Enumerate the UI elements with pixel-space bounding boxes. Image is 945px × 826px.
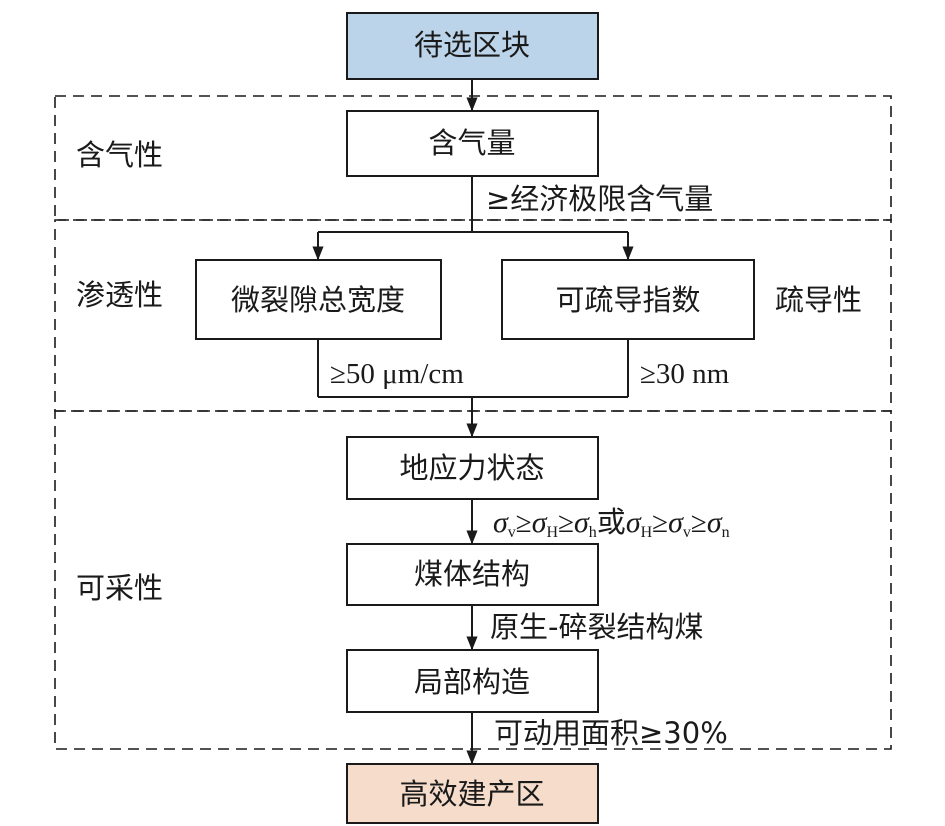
stress-sub-5: v (683, 524, 691, 541)
stress-sigma-5: σ (668, 506, 684, 539)
drainability-box (501, 259, 755, 340)
stress-sigma-6: σ (707, 506, 723, 539)
stress-sub-4: H (641, 524, 653, 541)
section-recoverability-label: 可采性 (76, 571, 163, 605)
local-structure-box (346, 649, 599, 713)
drainability-label: 可疏导指数 (555, 283, 700, 317)
permeability-section-frame (54, 219, 892, 412)
local-structure-label: 局部构造 (414, 665, 530, 699)
coal-structure-box (346, 543, 599, 606)
stress-ge-4: ≥ (691, 507, 707, 539)
gas-content-node: 含气量 (346, 110, 599, 177)
in-situ-stress-node: 地应力状态 (346, 436, 599, 500)
stress-sigma-3: σ (574, 506, 590, 539)
section-permeability-label: 渗透性 (76, 278, 163, 312)
criterion-microcrack: ≥50 μm/cm (330, 358, 464, 390)
start-box (346, 12, 599, 80)
microcrack-node: 微裂隙总宽度 (195, 259, 442, 340)
stress-sub-1: v (508, 524, 516, 541)
criterion-coal-structure: 原生-碎裂结构煤 (490, 610, 703, 644)
criterion-local-structure: 可动用面积≥30% (494, 716, 728, 750)
stress-ge-3: ≥ (652, 507, 668, 539)
criterion-drainability: ≥30 nm (640, 358, 730, 390)
gas-content-label: 含气量 (428, 126, 515, 160)
coal-structure-node: 煤体结构 (346, 543, 599, 606)
stress-sigma-2: σ (532, 506, 548, 539)
section-drainability-label: 疏导性 (775, 283, 862, 317)
stress-ge-2: ≥ (558, 507, 574, 539)
start-node: 待选区块 (346, 12, 599, 80)
stress-sigma-1: σ (493, 506, 509, 539)
start-label: 待选区块 (414, 28, 530, 62)
in-situ-stress-box (346, 436, 599, 500)
section-gas-bearing-label: 含气性 (76, 138, 163, 172)
microcrack-box (195, 259, 442, 340)
stress-sub-2: H (547, 524, 559, 541)
end-label: 高效建产区 (399, 777, 544, 811)
local-structure-node: 局部构造 (346, 649, 599, 713)
end-box (346, 763, 599, 824)
stress-ge-1: ≥ (516, 507, 532, 539)
stress-or: 或 (597, 505, 626, 539)
coal-structure-label: 煤体结构 (414, 557, 530, 591)
gas-content-box (346, 110, 599, 177)
microcrack-label: 微裂隙总宽度 (231, 283, 405, 317)
stress-sub-6: n (722, 524, 730, 541)
end-node: 高效建产区 (346, 763, 599, 824)
stress-sigma-4: σ (626, 506, 642, 539)
in-situ-stress-label: 地应力状态 (399, 451, 544, 485)
drainability-node: 可疏导指数 (501, 259, 755, 340)
criterion-in-situ-stress: σv≥σH≥σh或σH≥σv≥σn (493, 505, 730, 541)
criterion-gas-content: ≥经济极限含气量 (486, 182, 713, 216)
stress-sub-3: h (589, 524, 597, 541)
